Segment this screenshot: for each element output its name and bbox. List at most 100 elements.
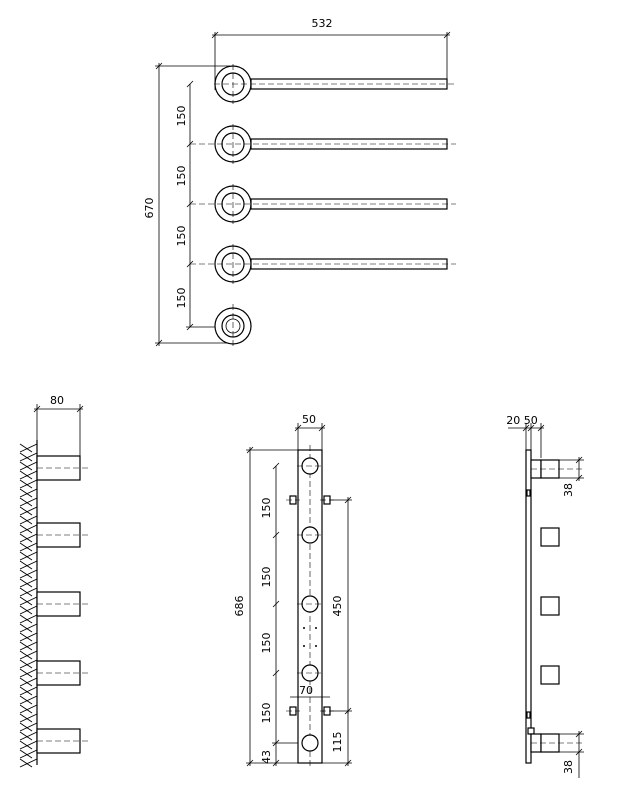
hatch-stroke xyxy=(19,461,33,471)
front-fixing-bottom-label: 115 xyxy=(331,732,344,753)
hatch-stroke xyxy=(19,596,38,606)
top-width-label: 532 xyxy=(312,17,333,30)
hatch-stroke xyxy=(19,731,38,741)
side-stub-1 xyxy=(36,455,88,481)
hatch-stroke xyxy=(19,623,33,633)
hatch-stroke xyxy=(19,605,33,615)
front-width-label: 50 xyxy=(302,413,316,426)
front-fixing-label: 450 xyxy=(331,596,344,617)
hatch-stroke xyxy=(19,533,38,543)
hatch-stroke xyxy=(19,722,33,732)
profile-stub-5 xyxy=(530,733,582,753)
hatch-stroke xyxy=(19,749,38,759)
side-depth-label: 80 xyxy=(50,394,64,407)
hatch-stroke xyxy=(19,515,38,525)
hatch-stroke xyxy=(19,479,33,489)
plate-hole-3 xyxy=(297,595,323,613)
hatch-stroke xyxy=(19,443,38,453)
fixing-screw-bottom-left xyxy=(286,706,300,716)
hatch-stroke xyxy=(19,596,33,606)
hatch-stroke xyxy=(19,443,33,453)
plate-hole-4 xyxy=(297,664,323,682)
hatch-stroke xyxy=(19,488,38,498)
top-bar-2 xyxy=(190,124,456,164)
top-bar-1 xyxy=(214,64,456,104)
hatch-stroke xyxy=(19,614,33,624)
profile-stub-3 xyxy=(540,596,560,616)
hatch-stroke xyxy=(19,515,33,525)
hatch-stroke xyxy=(19,587,38,597)
profile-top-labels: 20 50 xyxy=(506,414,538,427)
top-bar-3 xyxy=(190,184,456,224)
hatch-stroke xyxy=(19,479,38,489)
hatch-stroke xyxy=(19,542,33,552)
hatch-stroke xyxy=(19,614,38,624)
hatch-stroke xyxy=(19,758,38,768)
front-view: 50 686 150 150 150 150 43 450 115 xyxy=(233,413,352,768)
hatch-stroke xyxy=(19,461,38,471)
hatch-stroke xyxy=(19,677,38,687)
front-height-label: 686 xyxy=(233,596,246,617)
side-stub-5 xyxy=(36,728,88,754)
hatch-stroke xyxy=(19,560,33,570)
top-spacing-label-1: 150 xyxy=(175,106,188,127)
top-spacing-label-3: 150 xyxy=(175,226,188,247)
hatch-stroke xyxy=(19,668,38,678)
front-fixing-width-label: 70 xyxy=(299,684,313,697)
hatch-stroke xyxy=(19,551,33,561)
profile-stub-2 xyxy=(540,527,560,547)
hatch-stroke xyxy=(19,542,38,552)
hatch-stroke xyxy=(19,560,38,570)
hatch-stroke xyxy=(19,578,33,588)
hatch-stroke xyxy=(19,569,38,579)
profile-stub-1 xyxy=(530,459,582,479)
fixing-screw-top-left xyxy=(286,495,300,505)
fixing-screw-bottom-right xyxy=(320,706,334,716)
hatch-stroke xyxy=(19,452,33,462)
hatch-stroke xyxy=(19,650,38,660)
top-bar-4 xyxy=(190,244,456,284)
side-stub-3 xyxy=(36,591,88,617)
side-stub-2 xyxy=(36,522,88,548)
hatch-stroke xyxy=(19,668,33,678)
top-spacing-label-4: 150 xyxy=(175,288,188,309)
plate-hole-2 xyxy=(297,526,323,544)
profile-stub-4 xyxy=(540,665,560,685)
plate-mark-dot xyxy=(315,645,317,647)
hatch-stroke xyxy=(19,533,33,543)
plate-mark-dot xyxy=(303,627,305,629)
hatch-stroke xyxy=(19,704,38,714)
profile-view: 20 50 38 xyxy=(506,414,584,778)
hatch-stroke xyxy=(19,641,33,651)
plate-hole-5 xyxy=(301,734,319,752)
hatch-stroke xyxy=(19,758,33,768)
hatch-stroke xyxy=(19,713,33,723)
hatch-stroke xyxy=(19,731,33,741)
top-view: 532 670 150 150 150 150 xyxy=(143,17,456,348)
hatch-stroke xyxy=(19,722,38,732)
hatch-stroke xyxy=(19,569,33,579)
hatch-stroke xyxy=(19,506,33,516)
hatch-stroke xyxy=(19,506,38,516)
hatch-stroke xyxy=(19,605,38,615)
profile-plate xyxy=(525,449,532,764)
top-bar-5-stub xyxy=(214,304,252,348)
hatch-stroke xyxy=(19,749,33,759)
wall-hatching xyxy=(19,443,38,768)
hatch-stroke xyxy=(19,632,38,642)
hatch-stroke xyxy=(19,587,33,597)
top-spacing-label-2: 150 xyxy=(175,166,188,187)
plate-mark-dot xyxy=(315,627,317,629)
front-spacing-label-3: 150 xyxy=(260,633,273,654)
hatch-stroke xyxy=(19,695,38,705)
hatch-stroke xyxy=(19,740,38,750)
hatch-stroke xyxy=(19,470,38,480)
hatch-stroke xyxy=(19,740,33,750)
hatch-stroke xyxy=(19,659,38,669)
fixing-screw-top-right xyxy=(320,495,334,505)
side-view: 80 xyxy=(19,394,88,768)
hatch-stroke xyxy=(19,650,33,660)
hatch-stroke xyxy=(19,470,33,480)
